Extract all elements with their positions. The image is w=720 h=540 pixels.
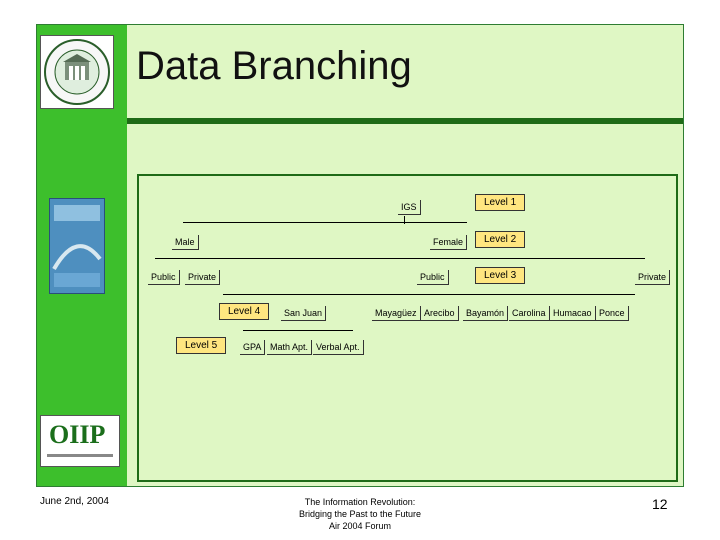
oiip-logo: OIIP xyxy=(40,415,120,467)
connector-line xyxy=(404,216,405,224)
slide-title: Data Branching xyxy=(136,44,412,88)
title-divider-bar xyxy=(127,118,683,124)
node-female-private: Private xyxy=(635,270,671,285)
connector-line xyxy=(155,258,415,259)
connector-line xyxy=(183,222,467,223)
footer-line-2: Bridging the Past to the Future xyxy=(298,509,422,519)
footer-center-text: The Information Revolution: Bridging the… xyxy=(260,496,460,532)
node-female-public: Public xyxy=(417,270,449,285)
node-carolina: Carolina xyxy=(509,306,550,321)
level-label-2: Level 2 xyxy=(475,231,526,248)
connector-line xyxy=(243,330,353,331)
footer-line-3: Air 2004 Forum xyxy=(328,521,392,531)
connector-line xyxy=(223,294,543,295)
level-label-3: Level 3 xyxy=(475,267,526,284)
university-seal-logo xyxy=(40,35,114,109)
node-humacao: Humacao xyxy=(550,306,596,321)
level-label-5: Level 5 xyxy=(176,337,227,354)
connector-line xyxy=(425,294,635,295)
forum-book-cover-image xyxy=(49,198,105,294)
node-arecibo: Arecibo xyxy=(421,306,459,321)
node-ponce: Ponce xyxy=(596,306,629,321)
node-san-juan: San Juan xyxy=(281,306,327,321)
node-mayaguez: Mayagüez xyxy=(372,306,421,321)
node-verbal-apt: Verbal Apt. xyxy=(313,340,364,355)
connector-line xyxy=(415,258,645,259)
node-male-private: Private xyxy=(185,270,221,285)
level-label-1: Level 1 xyxy=(475,194,526,211)
level-label-4: Level 4 xyxy=(219,303,270,320)
footer-date: June 2nd, 2004 xyxy=(40,496,109,507)
node-math-apt: Math Apt. xyxy=(267,340,313,355)
node-bayamon: Bayamón xyxy=(463,306,509,321)
footer-line-1: The Information Revolution: xyxy=(304,497,416,507)
data-branching-diagram: IGS Male Female Public Private Public Pr… xyxy=(137,174,678,482)
node-root: IGS xyxy=(398,200,421,215)
node-male: Male xyxy=(172,235,199,250)
seal-icon xyxy=(44,39,110,105)
node-male-public: Public xyxy=(148,270,180,285)
page-number: 12 xyxy=(652,496,668,512)
node-gpa: GPA xyxy=(240,340,266,355)
node-female: Female xyxy=(430,235,468,250)
